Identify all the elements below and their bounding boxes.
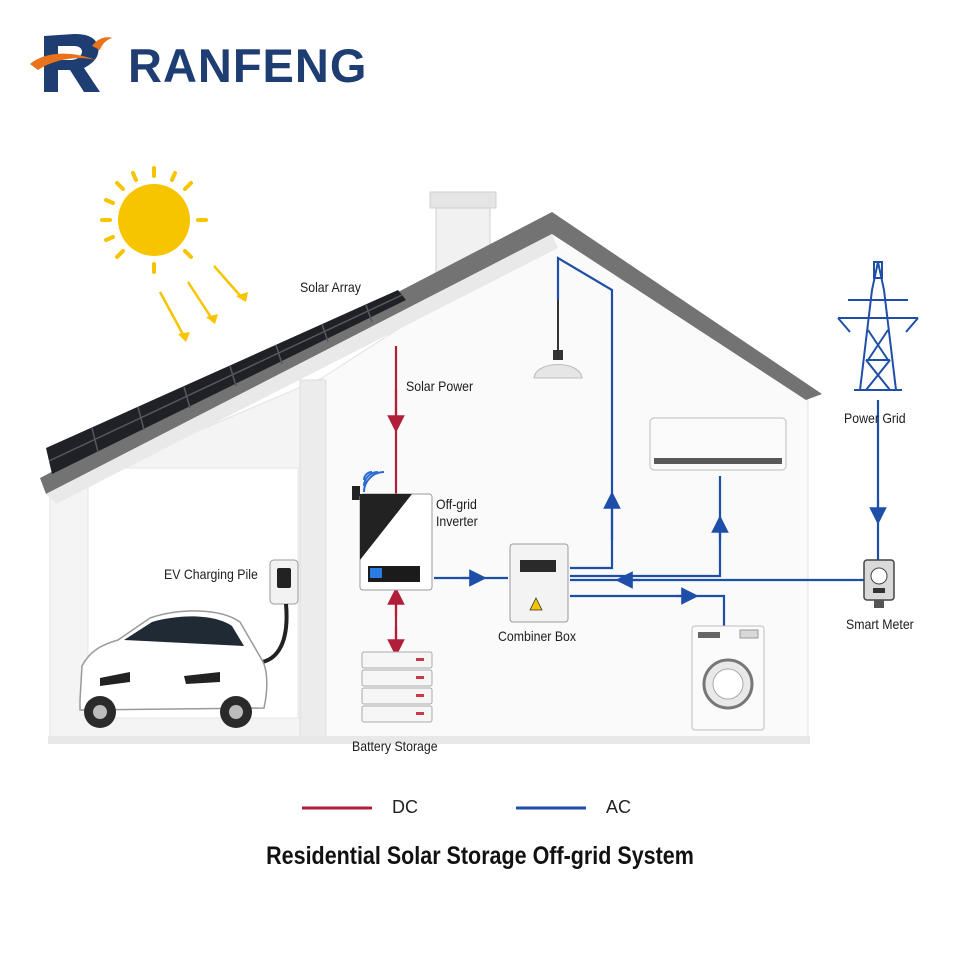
power-grid-tower-icon <box>837 261 919 391</box>
washing-machine-icon <box>691 625 765 731</box>
combiner-box-device <box>509 543 569 623</box>
roof <box>40 212 822 504</box>
off-grid-inverter-device <box>352 486 433 591</box>
label-solar-array: Solar Array <box>300 279 361 295</box>
air-conditioner-icon <box>649 417 787 471</box>
label-inverter-line1: Off-grid <box>436 496 477 512</box>
label-solar-power: Solar Power <box>406 378 474 394</box>
battery-storage-device <box>361 651 433 723</box>
electric-car-icon <box>79 610 268 728</box>
r-flame-logo-icon <box>30 34 112 92</box>
diagram-title: Residential Solar Storage Off-grid Syste… <box>266 842 694 870</box>
legend-dc-label: DC <box>392 797 418 817</box>
legend-ac-label: AC <box>606 797 632 817</box>
label-smart-meter: Smart Meter <box>846 616 914 632</box>
sun-icon <box>100 166 248 342</box>
label-ev-charging: EV Charging Pile <box>164 566 258 582</box>
label-power-grid: Power Grid <box>844 410 906 426</box>
brand-name: RANFENG <box>128 39 368 92</box>
wifi-icon <box>363 471 385 493</box>
label-inverter-line2: Inverter <box>436 513 478 529</box>
label-combiner-box: Combiner Box <box>498 628 577 644</box>
smart-meter-device <box>863 559 895 608</box>
label-battery-storage: Battery Storage <box>352 738 438 754</box>
solar-array-panels <box>46 290 406 474</box>
pendant-lamp-icon <box>533 300 583 379</box>
ev-charging-pile-device <box>261 559 299 664</box>
